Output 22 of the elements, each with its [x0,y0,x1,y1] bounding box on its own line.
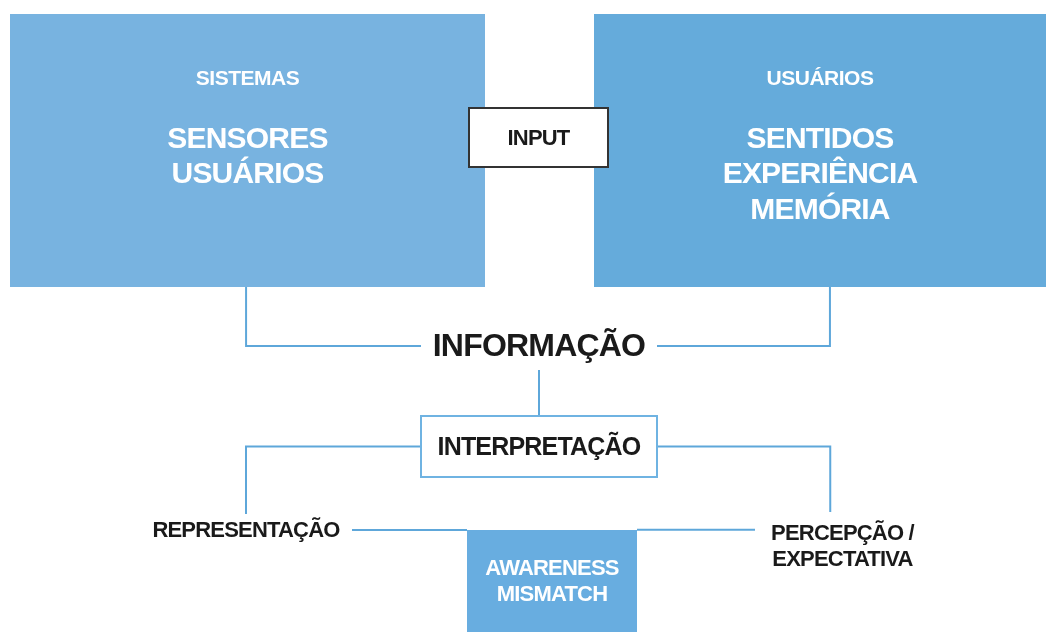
node-text: INTERPRETAÇÃO [437,431,641,462]
node-text: AWARENESS MISMATCH [484,555,620,607]
panel-heading: USUÁRIOS [766,66,874,90]
highlight-box [467,530,637,632]
node-text: INFORMAÇÃO [432,327,646,365]
panel-heading: SISTEMAS [195,66,300,90]
info-panel [594,14,1046,287]
node-text: SENSORES USUÁRIOS [166,120,329,191]
connector-line [657,445,832,513]
node-text: REPRESENTAÇÃO [152,517,340,543]
node-text: PERCEPÇÃO / EXPECTATIVA [770,520,916,572]
connector-line [656,286,831,347]
connector-line [538,369,540,416]
node-text: SENTIDOS EXPERIÊNCIA MEMÓRIA [721,120,919,227]
label-box [468,107,609,168]
connector-line [245,286,422,347]
process-box [420,415,658,478]
connector-line [636,528,756,531]
info-panel [10,14,485,287]
node-text: INPUT [507,124,570,151]
connector-line [245,445,421,515]
connector-line [351,529,468,531]
